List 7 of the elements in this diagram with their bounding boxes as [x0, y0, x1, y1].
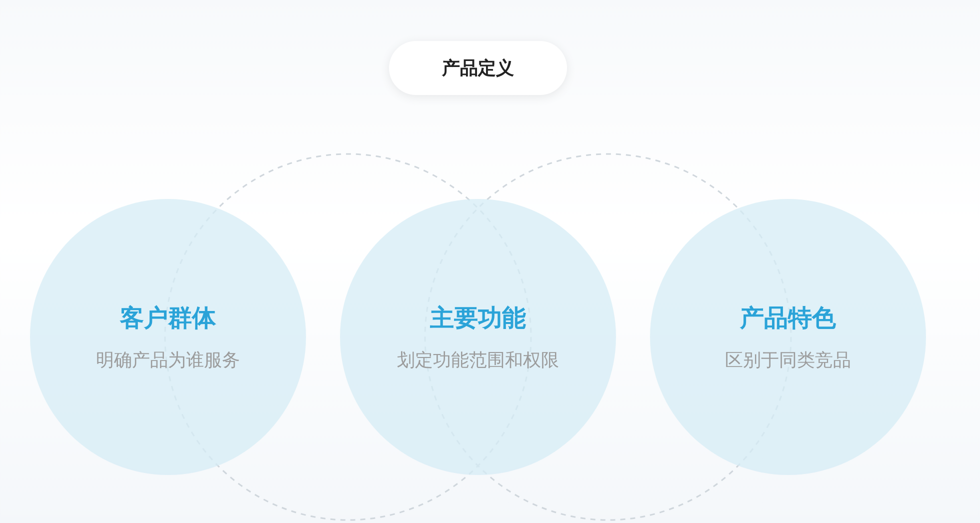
circle-description: 明确产品为谁服务 — [96, 349, 240, 372]
circle-description: 区别于同类竞品 — [725, 349, 851, 372]
circle-heading: 主要功能 — [430, 303, 526, 334]
title-text: 产品定义 — [442, 57, 514, 80]
circle-description: 划定功能范围和权限 — [397, 349, 559, 372]
circle-heading: 产品特色 — [740, 303, 836, 334]
circle-heading: 客户群体 — [120, 303, 216, 334]
